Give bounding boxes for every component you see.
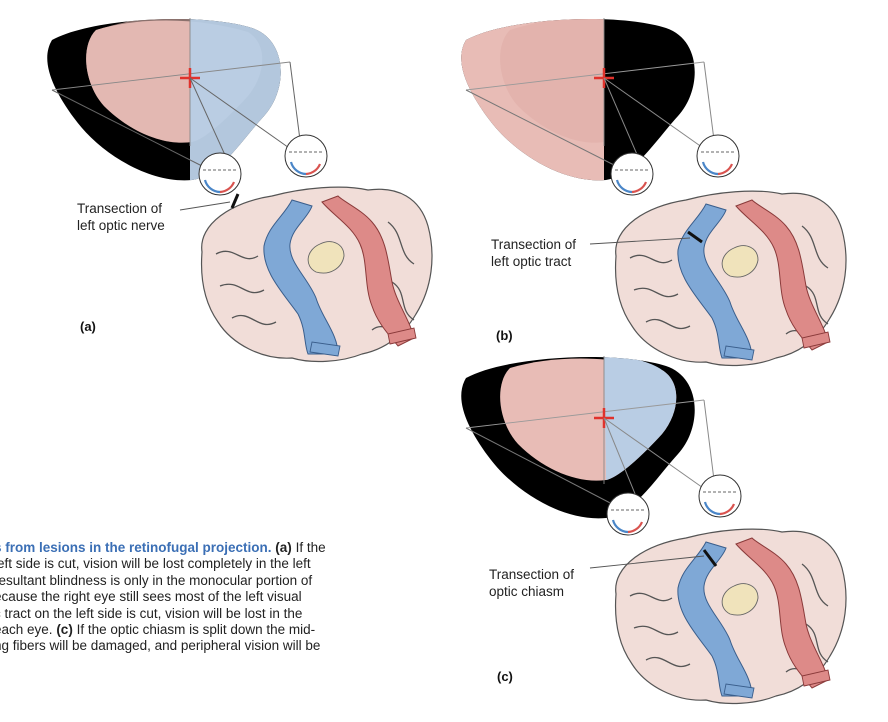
caption-line7: ng fibers will be damaged, and periphera… [0, 638, 321, 654]
brain-b [614, 190, 847, 367]
panel-label-a: (a) [80, 319, 96, 334]
label-a: Transection of left optic nerve [77, 200, 165, 234]
panel-c-diagram [461, 356, 847, 705]
brain-a [200, 186, 433, 363]
caption-line4: ecause the right eye still sees most of … [0, 589, 302, 605]
figure-caption: s from lesions in the retinofugal projec… [0, 540, 444, 655]
visual-field-c [461, 356, 705, 519]
visual-field-a [47, 18, 291, 181]
label-b: Transection of left optic tract [491, 236, 576, 270]
brain-c [614, 528, 847, 705]
left-eye-a [197, 151, 243, 197]
label-b-line1: Transection of [491, 237, 577, 252]
label-c-line2: optic chiasm [489, 584, 565, 599]
right-eye-b [695, 133, 741, 179]
label-b-line2: left optic tract [491, 254, 572, 269]
right-eye-a [283, 133, 329, 179]
label-c: Transection of optic chiasm [489, 566, 574, 600]
label-c-line1: Transection of [489, 567, 575, 582]
visual-field-b [461, 18, 705, 181]
caption-ref-a: (a) [275, 540, 292, 555]
caption-line3: resultant blindness is only in the monoc… [0, 572, 313, 588]
left-eye-b [609, 151, 655, 197]
caption-line1-tail: If the [295, 540, 326, 555]
panel-label-b: (b) [496, 328, 513, 343]
caption-title: s from lesions in the retinofugal projec… [0, 540, 272, 555]
label-a-line1: Transection of [77, 201, 163, 216]
caption-ref-c: (c) [56, 622, 73, 638]
label-a-line2: left optic nerve [77, 218, 165, 233]
right-eye-c [697, 473, 743, 519]
panel-a-diagram [47, 18, 433, 363]
left-eye-c [605, 491, 651, 537]
panel-b-diagram [461, 18, 847, 367]
caption-line5: c tract on the left side is cut, vision … [0, 605, 303, 621]
panel-label-c: (c) [497, 669, 513, 684]
caption-line2: left side is cut, vision will be lost co… [0, 556, 311, 572]
caption-line6-tail: If the optic chiasm is split down the mi… [76, 622, 316, 638]
